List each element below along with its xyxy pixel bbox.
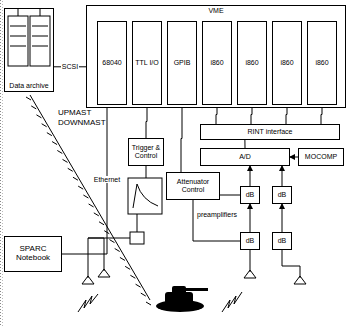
node-text: i860 xyxy=(280,59,293,67)
node-text: MOCOMP xyxy=(305,153,337,161)
node-text: 68040 xyxy=(102,59,121,67)
connector xyxy=(220,195,240,196)
border-strip xyxy=(0,0,3,326)
equipment-rack: VME 68040 TTL I/O GPIB i860 i860 i860 i860 xyxy=(86,5,346,108)
rack-slot: GPIB xyxy=(167,21,197,105)
node-text: i860 xyxy=(315,59,328,67)
signal-chain xyxy=(88,166,162,262)
node-text: Attenuator Control xyxy=(168,178,218,193)
node-text: A/D xyxy=(239,153,251,161)
node-text: dB xyxy=(278,191,287,199)
rack-slot: TTL I/O xyxy=(132,21,162,105)
node-text: Trigger & Control xyxy=(130,144,162,159)
rack-slot: i860 xyxy=(307,21,337,105)
data-archive: Data archive xyxy=(4,8,54,92)
node-text: dB xyxy=(246,191,255,199)
connector-label: SCSI xyxy=(61,63,79,71)
connector xyxy=(244,140,245,148)
connector xyxy=(193,200,240,241)
connector xyxy=(282,166,283,186)
node-text: GPIB xyxy=(174,59,191,67)
group-label: preamplifiers xyxy=(197,211,237,219)
connector xyxy=(250,204,251,232)
amplifier-box: dB xyxy=(272,186,292,204)
rack-slot: i860 xyxy=(272,21,302,105)
converter-box: A/D xyxy=(200,148,290,166)
input-box: MOCOMP xyxy=(298,148,344,166)
node-text: dB xyxy=(278,237,287,245)
node-text: i860 xyxy=(210,59,223,67)
node-text: Data archive xyxy=(9,82,48,90)
connector xyxy=(282,204,283,232)
node-text: SPARC Notebook xyxy=(6,245,60,263)
node-text: dB xyxy=(246,237,255,245)
node-text: TTL I/O xyxy=(135,59,158,67)
connector xyxy=(250,166,251,186)
node-text: i860 xyxy=(245,59,258,67)
node-text: RINT interface xyxy=(248,128,293,136)
rack-slot: i860 xyxy=(237,21,267,105)
mast-label: DOWNMAST xyxy=(58,119,106,128)
mast-label: UPMAST xyxy=(58,109,91,118)
lightning xyxy=(78,292,242,312)
computer-box: SPARC Notebook xyxy=(4,236,62,272)
rack-slot: 68040 xyxy=(97,21,127,105)
amplifier-box: dB xyxy=(272,232,292,250)
node-text: VME xyxy=(208,7,223,15)
disk-drives xyxy=(8,8,50,66)
connector xyxy=(181,105,182,172)
connector xyxy=(290,157,298,158)
interface-box: RINT interface xyxy=(200,124,340,140)
amplifier-box: dB xyxy=(240,186,260,204)
amplifier-box: dB xyxy=(240,232,260,250)
connector-label: Ethernet xyxy=(93,176,121,184)
tank xyxy=(156,286,208,312)
control-box: Trigger & Control xyxy=(128,138,164,166)
connector xyxy=(146,105,147,138)
rack-slot: i860 xyxy=(202,21,232,105)
control-box: Attenuator Control xyxy=(166,172,220,200)
antennas xyxy=(82,250,306,284)
